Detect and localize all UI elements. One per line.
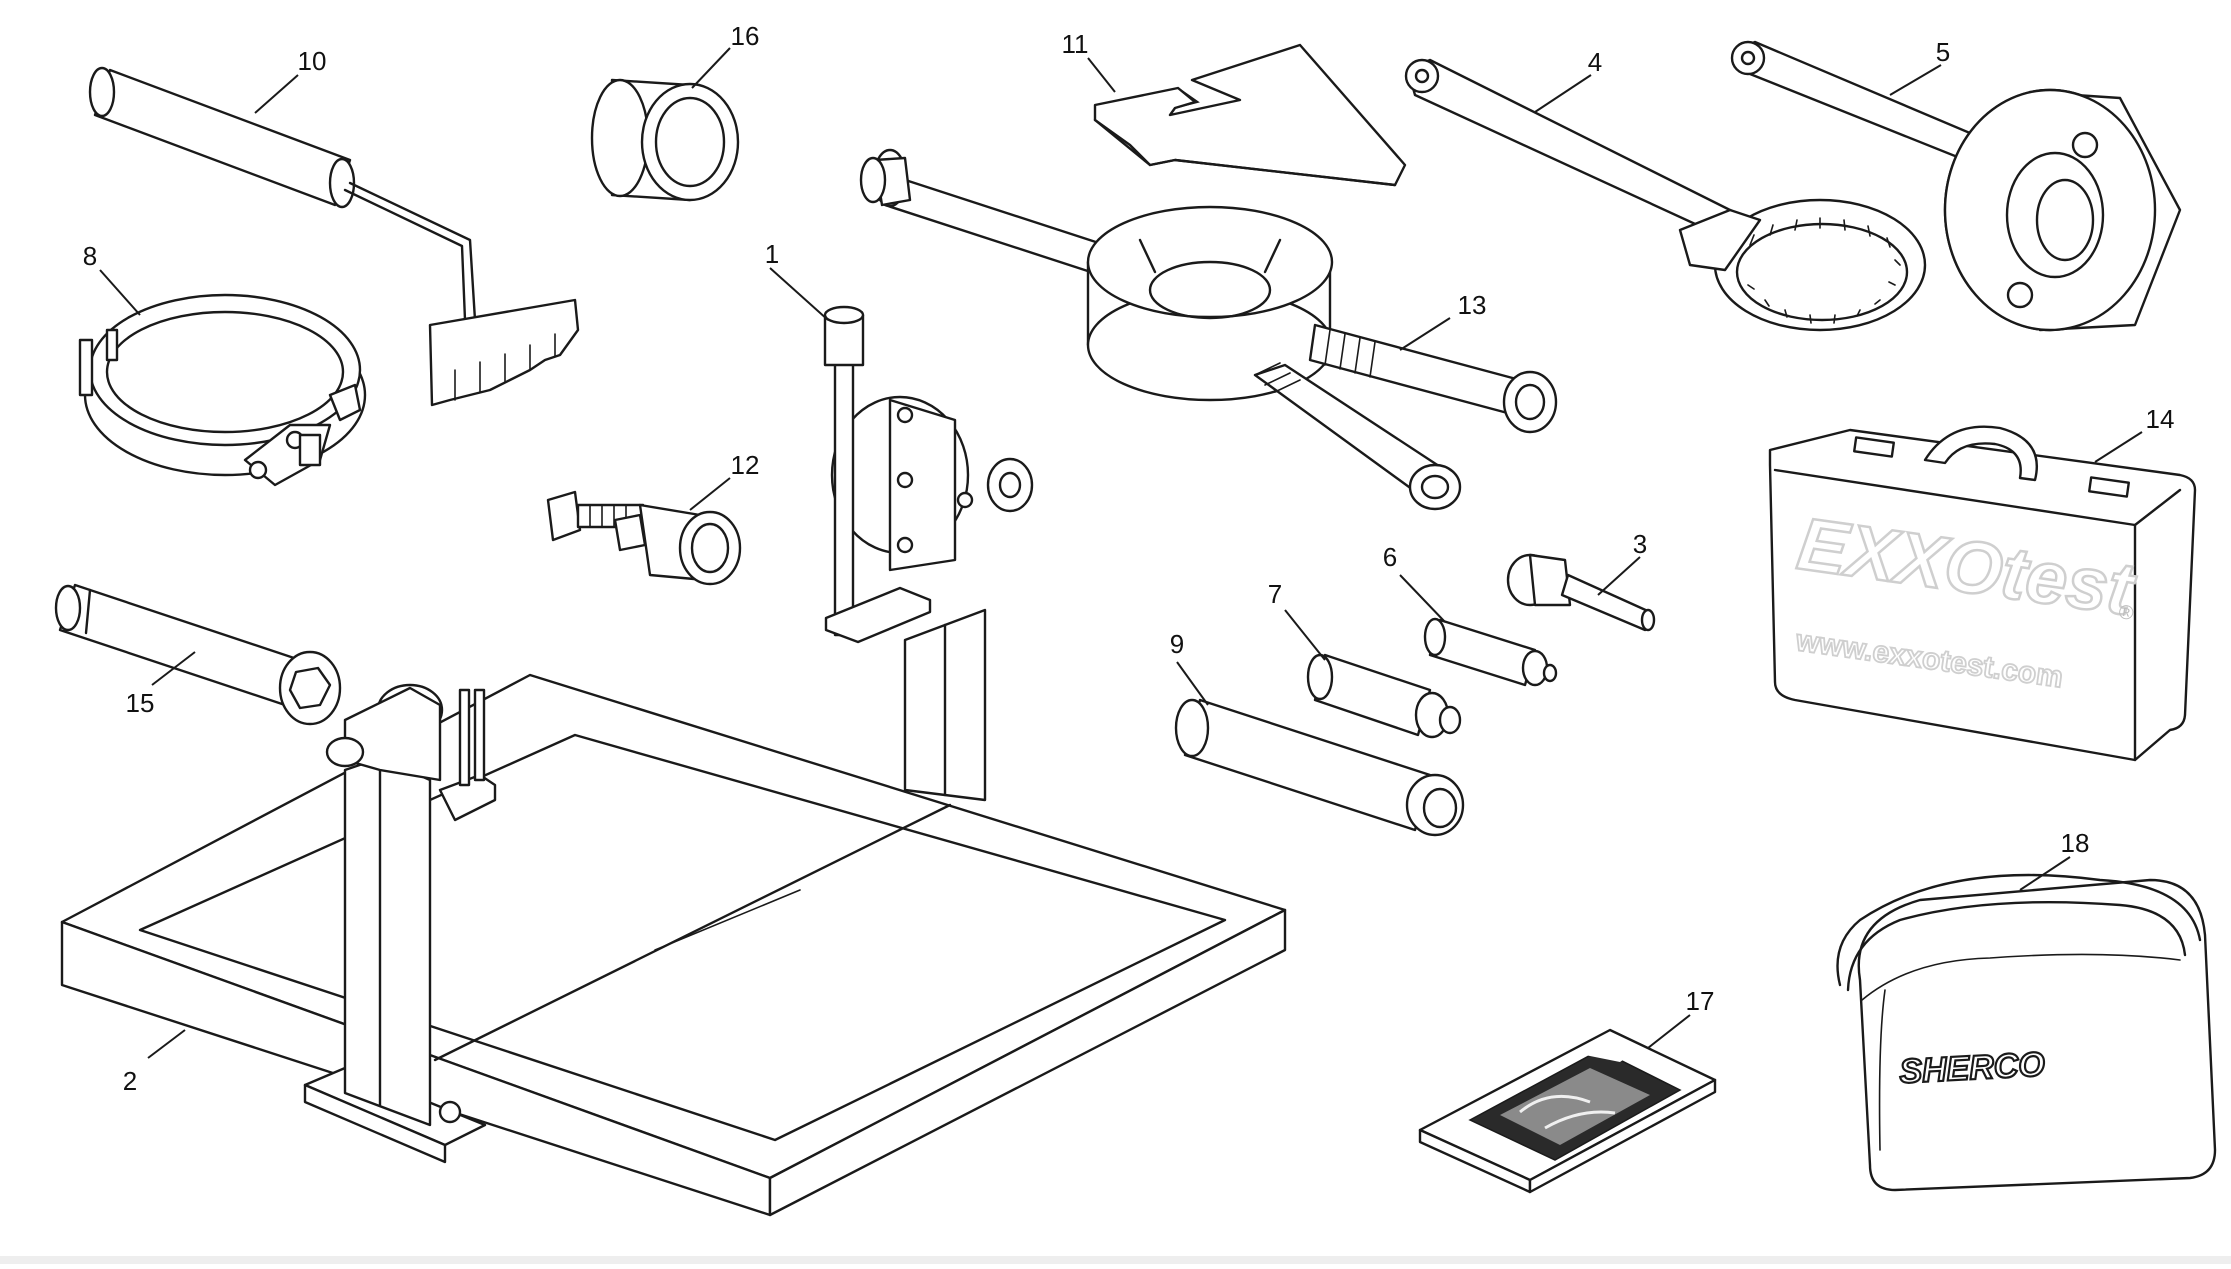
callout-4: 4 <box>1588 47 1602 77</box>
part-6-drift <box>1423 617 1558 687</box>
callout-6: 6 <box>1383 542 1397 572</box>
callout-14: 14 <box>2146 404 2175 434</box>
callout-13: 13 <box>1458 290 1487 320</box>
callout-15: 15 <box>126 688 155 718</box>
part-12-bolt-adapter <box>546 490 742 586</box>
part-18-sherco-bag: SHERCO <box>1836 873 2217 1192</box>
callout-5: 5 <box>1936 37 1950 67</box>
part-2-tray <box>60 608 1287 1217</box>
case-registered-mark: ® <box>2117 601 2135 625</box>
callout-9: 9 <box>1170 629 1184 659</box>
part-7-drift <box>1306 653 1462 739</box>
callout-10: 10 <box>298 46 327 76</box>
callout-1: 1 <box>765 239 779 269</box>
part-16-bushing <box>590 78 740 202</box>
callout-17: 17 <box>1686 986 1715 1016</box>
callout-numbers: 1 2 3 4 5 6 7 8 9 10 11 12 13 14 15 16 1… <box>83 21 2175 1096</box>
callout-3: 3 <box>1633 529 1647 559</box>
part-1-engine-clamp <box>823 305 1034 644</box>
callout-11: 11 <box>1062 29 1089 59</box>
callout-2: 2 <box>123 1066 137 1096</box>
callout-16: 16 <box>731 21 760 51</box>
callout-leaders <box>99 47 2143 1059</box>
part-3-drift <box>1506 553 1656 632</box>
callout-8: 8 <box>83 241 97 271</box>
bottom-scroll-strip <box>0 1256 2231 1264</box>
part-13-crankshaft-splitter <box>859 148 1558 511</box>
part-9-drift <box>1174 698 1465 837</box>
part-15-socket-tube <box>54 583 342 726</box>
part-14-tool-case: EXXOtest ® www.exxotest.com <box>1768 425 2197 762</box>
bag-logo-text: SHERCO <box>1898 1045 2045 1091</box>
callout-7: 7 <box>1268 579 1282 609</box>
callout-12: 12 <box>731 450 760 480</box>
part-8-ring-compressor <box>78 293 367 487</box>
part-5-flywheel-holder <box>1730 40 2182 332</box>
part-11-holding-plate <box>1093 43 1407 187</box>
part-10-tensioner-tool <box>88 66 580 407</box>
callout-18: 18 <box>2061 828 2090 858</box>
part-4-spanner-wrench <box>1404 58 1927 332</box>
part-17-manual: SHERCO <box>1418 1028 1717 1194</box>
